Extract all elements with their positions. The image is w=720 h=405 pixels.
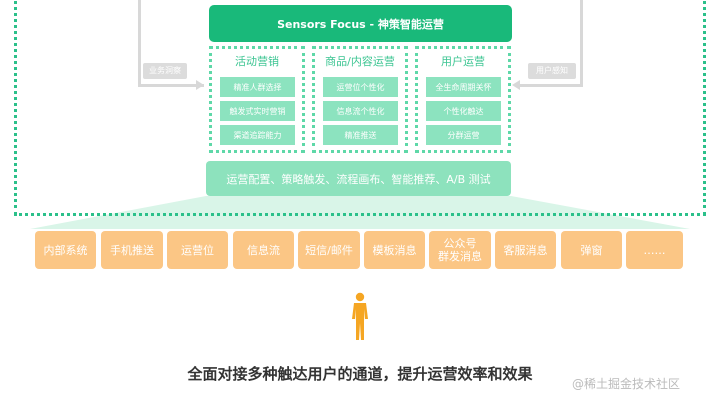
platform-capabilities-bar: 运营配置、策略触发、流程画布、智能推荐、A/B 测试 <box>206 161 511 196</box>
column-item: 精准人群选择 <box>220 77 295 97</box>
channel-box: 客服消息 <box>495 231 556 269</box>
feedback-arrow-right <box>512 80 520 90</box>
channel-box: 手机推送 <box>101 231 163 269</box>
column-title: 用户运营 <box>441 55 485 68</box>
platform-label: 运营配置、策略触发、流程画布、智能推荐、A/B 测试 <box>226 172 491 186</box>
column-title: 活动营销 <box>235 55 279 68</box>
column-item: 信息流个性化 <box>323 101 398 121</box>
person-icon <box>352 292 368 340</box>
column-item: 触发式实时营销 <box>220 101 295 121</box>
channel-box: 模板消息 <box>364 231 425 269</box>
product-title-bar: Sensors Focus - 神策智能运营 <box>209 5 512 42</box>
column-activity-marketing: 活动营销 精准人群选择 触发式实时营销 渠道追踪能力 <box>209 46 305 153</box>
channel-box: 公众号 群发消息 <box>429 231 491 269</box>
channel-box: 信息流 <box>233 231 294 269</box>
column-content-operations: 商品/内容运营 运营位个性化 信息流个性化 精准推送 <box>312 46 408 153</box>
feedback-line-right-bottom <box>516 84 583 87</box>
column-item: 精准推送 <box>323 125 398 145</box>
feedback-line-right <box>580 0 583 87</box>
column-item: 运营位个性化 <box>323 77 398 97</box>
feedback-label-left: 业务洞察 <box>143 63 187 79</box>
column-item: 全生命周期关怀 <box>426 77 501 97</box>
column-item: 分群运营 <box>426 125 501 145</box>
feedback-line-left <box>138 0 141 87</box>
feedback-label-right: 用户感知 <box>528 63 576 79</box>
feedback-arrow-left <box>196 80 204 90</box>
column-item: 渠道追踪能力 <box>220 125 295 145</box>
channel-box: 短信/邮件 <box>298 231 360 269</box>
product-title: Sensors Focus - 神策智能运营 <box>277 17 444 31</box>
watermark: @稀土掘金技术社区 <box>572 377 681 391</box>
channel-box: 弹窗 <box>561 231 622 269</box>
column-title: 商品/内容运营 <box>325 55 395 68</box>
channel-box: 运营位 <box>167 231 228 269</box>
channel-box: …… <box>626 231 683 269</box>
system-boundary <box>14 0 706 216</box>
column-item: 个性化触达 <box>426 101 501 121</box>
column-user-operations: 用户运营 全生命周期关怀 个性化触达 分群运营 <box>415 46 511 153</box>
channel-box: 内部系统 <box>35 231 96 269</box>
feedback-line-left-bottom <box>138 84 204 87</box>
caption: 全面对接多种触达用户的通道，提升运营效率和效果 <box>187 365 533 383</box>
